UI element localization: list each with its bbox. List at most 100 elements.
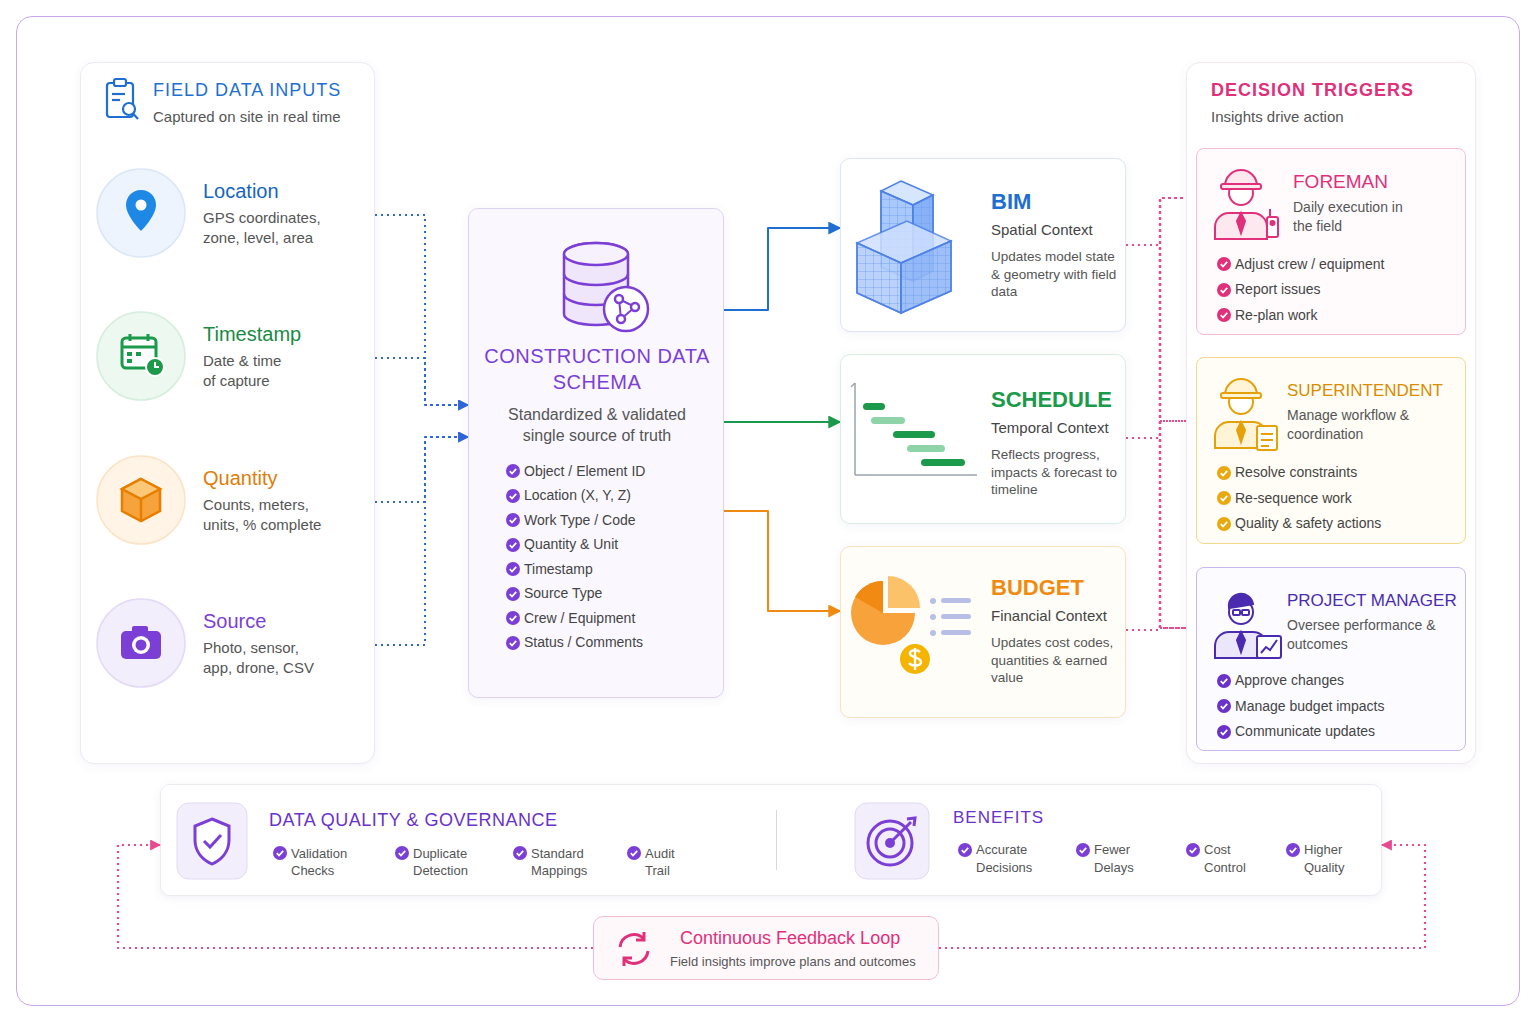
icon-part (1221, 393, 1261, 398)
check-mark (505, 512, 521, 528)
node-heading: DECISION TRIGGERS (1211, 79, 1414, 103)
check-tick (1221, 679, 1227, 684)
list-item: Validation Checks (291, 845, 371, 879)
icon-part (1261, 640, 1277, 653)
icon-part (1261, 445, 1269, 447)
input-item: QuantityCounts, meters, units, % complet… (95, 452, 345, 552)
node-heading: SUPERINTENDENT (1287, 380, 1443, 402)
node-text: Oversee performance & outcomes (1287, 616, 1437, 653)
icon-part (126, 190, 156, 231)
icon-part (195, 819, 229, 864)
icon-part (857, 181, 951, 313)
check-tick (510, 567, 516, 572)
check-mark (394, 845, 410, 861)
list-item: Object / Element ID (524, 462, 645, 480)
icon-part (921, 459, 965, 466)
connector (724, 511, 840, 611)
icon-part (1261, 439, 1273, 441)
list-item: Quantity & Unit (524, 535, 618, 553)
connector (724, 228, 840, 310)
icon-part (127, 359, 132, 363)
icon-part (901, 241, 951, 313)
input-item: TimestampDate & time of capture (95, 308, 345, 408)
check-mark (1185, 842, 1201, 858)
input-panel: FIELD DATA INPUTSCaptured on site in rea… (80, 62, 375, 764)
icon-part (855, 803, 929, 879)
list-item: Quality & safety actions (1235, 514, 1381, 532)
icon-part (1229, 594, 1253, 608)
governance-panel: DATA QUALITY & GOVERNANCEValidation Chec… (160, 784, 765, 896)
icon-part (941, 630, 971, 635)
list-item: Audit Trail (645, 845, 695, 879)
icon-part (147, 334, 150, 341)
icon-part (1257, 426, 1277, 450)
check-tick (1221, 704, 1227, 709)
icon-part (177, 803, 247, 879)
icon-part (855, 581, 883, 613)
check-mark (1216, 256, 1232, 272)
role-card: SUPERINTENDENTManage workflow & coordina… (1196, 357, 1466, 544)
list-item: Crew / Equipment (524, 609, 635, 627)
icon-part (851, 576, 971, 675)
node-heading: Quantity (203, 465, 277, 491)
feedback-box: Continuous Feedback LoopField insights i… (593, 916, 939, 980)
icon-part (97, 456, 185, 544)
node-heading: BIM (991, 187, 1031, 216)
node-heading: CONSTRUCTION DATA SCHEMA (479, 343, 715, 396)
list-item: Manage budget impacts (1235, 697, 1384, 715)
icon-part (112, 93, 125, 95)
check-tick (510, 591, 516, 596)
check-tick (1221, 496, 1227, 501)
icon-part (146, 358, 164, 376)
check-mark (272, 845, 288, 861)
context-box: BIMSpatial ContextUpdates model state & … (840, 158, 1126, 332)
icon-part (930, 630, 936, 636)
list-item: Adjust crew / equipment (1235, 255, 1384, 273)
list-item: Re-plan work (1235, 306, 1317, 324)
band-divider (776, 810, 777, 870)
node-text: Captured on site in real time (153, 107, 341, 127)
icon-part (97, 312, 185, 400)
node-icon (841, 355, 1127, 525)
icon-part (1257, 636, 1281, 658)
icon-part (564, 243, 648, 331)
check-dot (1286, 843, 1300, 857)
icon-part (112, 99, 120, 101)
icon-part (97, 169, 185, 257)
role-card: FOREMANDaily execution in the fieldAdjus… (1196, 148, 1466, 335)
check-tick (510, 518, 516, 523)
icon-part (129, 334, 132, 341)
check-mark (1216, 282, 1232, 298)
check-tick (1221, 521, 1227, 526)
icon-part (620, 932, 648, 966)
connector (724, 421, 840, 423)
check-dot (1217, 466, 1231, 480)
list-item: Higher Quality (1304, 841, 1366, 875)
check-dot (506, 464, 520, 478)
node-text: Standardized & validated single source o… (497, 404, 697, 446)
icon-part (604, 287, 648, 331)
icon-part (636, 932, 644, 940)
check-dot (506, 489, 520, 503)
list-item: Approve changes (1235, 671, 1344, 689)
icon-part (1267, 217, 1278, 237)
list-item: Source Type (524, 584, 602, 602)
check-tick (1221, 288, 1227, 293)
check-dot (506, 636, 520, 650)
node-text: Reflects progress, impacts & forecast to… (991, 446, 1119, 499)
icon-part (564, 243, 628, 265)
icon-part (899, 643, 931, 675)
icon-part (155, 362, 159, 367)
check-mark (1216, 724, 1232, 740)
icon-part (107, 79, 138, 119)
icon-part (136, 200, 147, 211)
icon-part (855, 474, 977, 476)
icon-part (114, 79, 126, 86)
list-item: Duplicate Detection (413, 845, 493, 879)
check-tick (1221, 313, 1227, 318)
icon-part (901, 241, 951, 313)
check-mark (505, 610, 521, 626)
node-heading: FOREMAN (1293, 169, 1388, 194)
icon-part (97, 599, 185, 687)
icon-part (851, 383, 977, 475)
